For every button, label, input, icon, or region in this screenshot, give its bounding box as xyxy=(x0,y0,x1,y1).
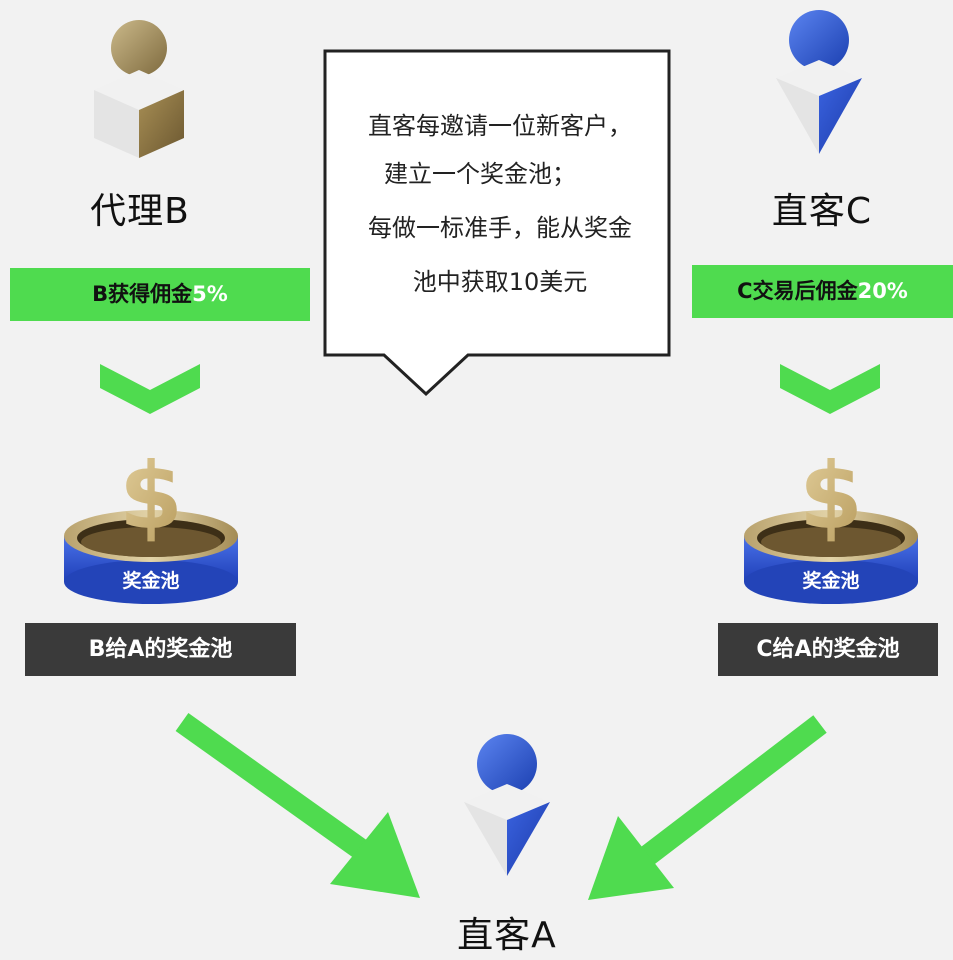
agent-b-pool-label: B给A的奖金池 xyxy=(25,623,296,676)
coin-pool-icon: $ 奖金池 xyxy=(64,443,238,604)
agent-b-commission-bar: B获得佣金5% xyxy=(10,268,310,321)
blue-person-icon xyxy=(776,10,862,154)
pool-name: 奖金池 xyxy=(122,569,179,592)
arrow-b-to-a xyxy=(175,713,420,898)
client-c-pool-label: C给A的奖金池 xyxy=(718,623,938,676)
commission-percent: 5% xyxy=(192,282,228,306)
dollar-icon: $ xyxy=(119,443,183,550)
client-a-title: 直客A xyxy=(457,915,557,956)
callout-line-4: 池中获取10美元 xyxy=(412,268,588,296)
client-c-title: 直客C xyxy=(771,191,873,232)
commission-label: B获得佣金 xyxy=(92,282,193,306)
pool-name: 奖金池 xyxy=(802,569,859,592)
callout-line-1: 直客每邀请一位新客户， xyxy=(368,112,632,140)
commission-percent: 20% xyxy=(857,279,908,303)
agent-b-title: 代理B xyxy=(90,191,190,232)
coin-pool-icon: $ 奖金池 xyxy=(744,443,918,604)
gold-person-icon xyxy=(94,20,184,158)
blue-person-icon xyxy=(464,734,550,876)
chevron-down-icon xyxy=(100,364,200,414)
chevron-down-icon xyxy=(780,364,880,414)
commission-label: C交易后佣金 xyxy=(737,279,858,303)
client-c-commission-bar: C交易后佣金20% xyxy=(692,265,953,318)
arrow-c-to-a xyxy=(588,715,827,900)
dollar-icon: $ xyxy=(799,443,863,550)
callout-line-2: 建立一个奖金池； xyxy=(384,160,576,188)
callout-bubble xyxy=(323,49,671,397)
callout-line-3: 每做一标准手，能从奖金 xyxy=(368,214,632,242)
